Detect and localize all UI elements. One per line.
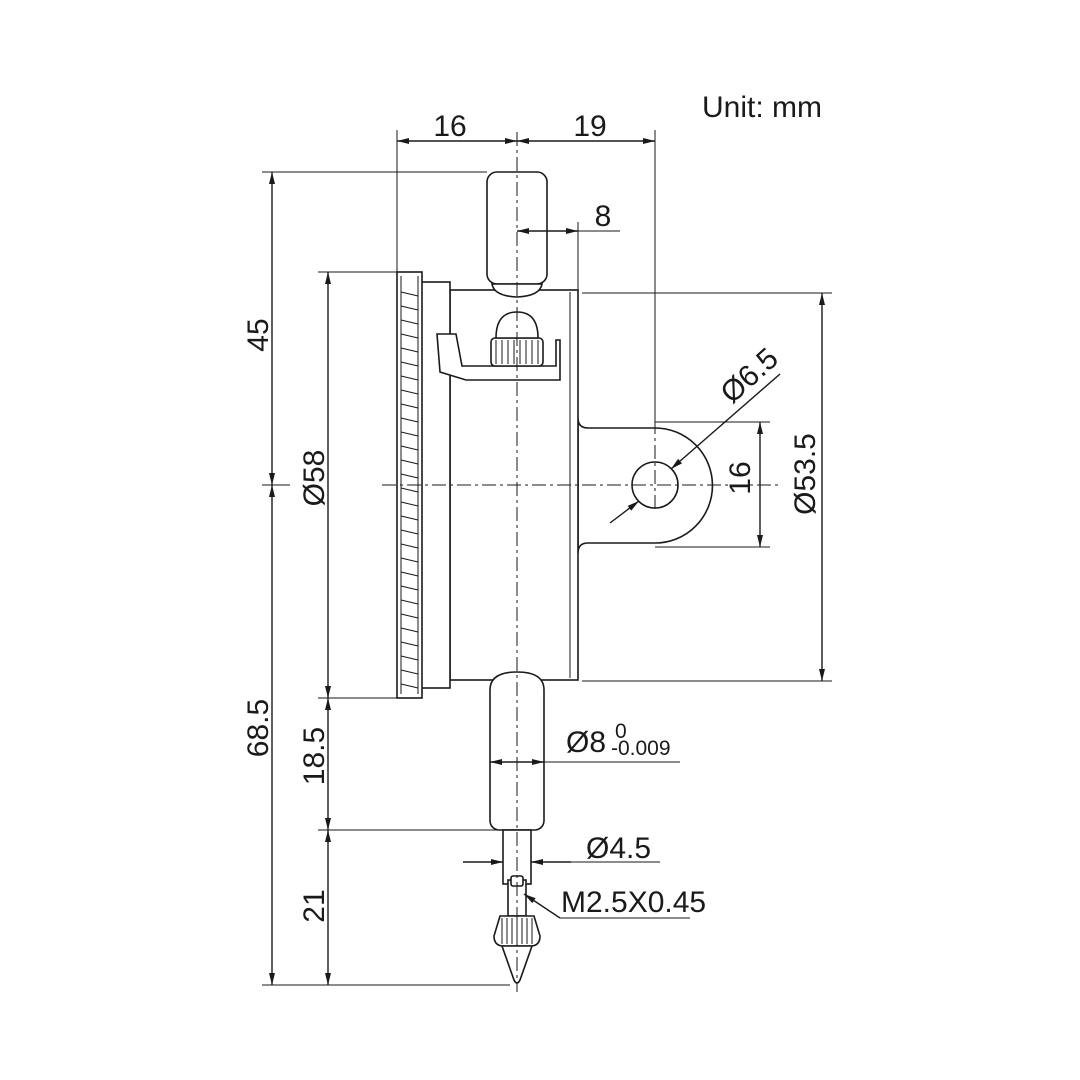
dim-thread-spec: M2.5X0.45 bbox=[561, 886, 706, 919]
dim-18-5: 18.5 bbox=[298, 727, 331, 785]
dim-spindle-diameter: Ø4.5 bbox=[586, 832, 651, 865]
dim-stem-diameter: Ø8 bbox=[566, 726, 606, 759]
dim-68-5: 68.5 bbox=[242, 699, 275, 757]
dim-16-top: 16 bbox=[433, 110, 466, 143]
dim-lug-width: 16 bbox=[724, 461, 757, 494]
dim-stem-tol-upper: 0 bbox=[615, 720, 627, 743]
dim-case-diameter: Ø53.5 bbox=[789, 433, 822, 515]
dim-8: 8 bbox=[595, 200, 612, 233]
dim-21: 21 bbox=[298, 889, 331, 922]
dim-19-top: 19 bbox=[573, 110, 606, 143]
unit-label: Unit: mm bbox=[702, 91, 822, 124]
dimension-lines bbox=[262, 130, 832, 986]
dim-stem-tol-lower: -0.009 bbox=[611, 737, 671, 760]
tolerance-bracket bbox=[436, 333, 561, 381]
dim-45: 45 bbox=[242, 318, 275, 351]
center-lines bbox=[382, 132, 782, 992]
dim-bezel-diameter: Ø58 bbox=[298, 450, 331, 507]
